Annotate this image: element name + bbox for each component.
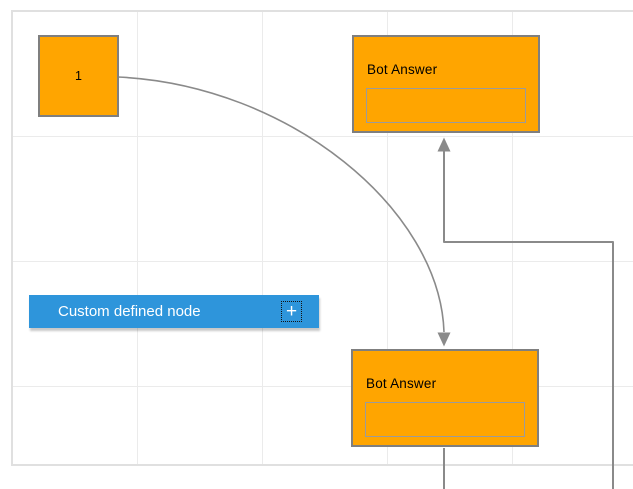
node-bot-answer-bottom[interactable]: Bot Answer bbox=[351, 349, 539, 447]
start-node-label: 1 bbox=[75, 69, 82, 83]
node-bot-answer-top[interactable]: Bot Answer bbox=[352, 35, 540, 133]
node-custom-defined[interactable]: Custom defined node + bbox=[29, 295, 319, 328]
custom-node-label: Custom defined node bbox=[58, 303, 201, 320]
connector-bezier[interactable] bbox=[117, 76, 445, 333]
bot-answer-top-input[interactable] bbox=[366, 88, 526, 123]
add-port-icon[interactable]: + bbox=[281, 301, 302, 322]
arrowhead-down-icon bbox=[437, 332, 451, 347]
bot-answer-top-title: Bot Answer bbox=[367, 62, 438, 77]
connector-orthogonal[interactable] bbox=[443, 151, 614, 489]
bot-answer-bottom-title: Bot Answer bbox=[366, 376, 437, 391]
arrowhead-up-icon bbox=[437, 137, 451, 152]
node-start-square[interactable]: 1 bbox=[38, 35, 119, 117]
bot-answer-bottom-input[interactable] bbox=[365, 402, 525, 437]
